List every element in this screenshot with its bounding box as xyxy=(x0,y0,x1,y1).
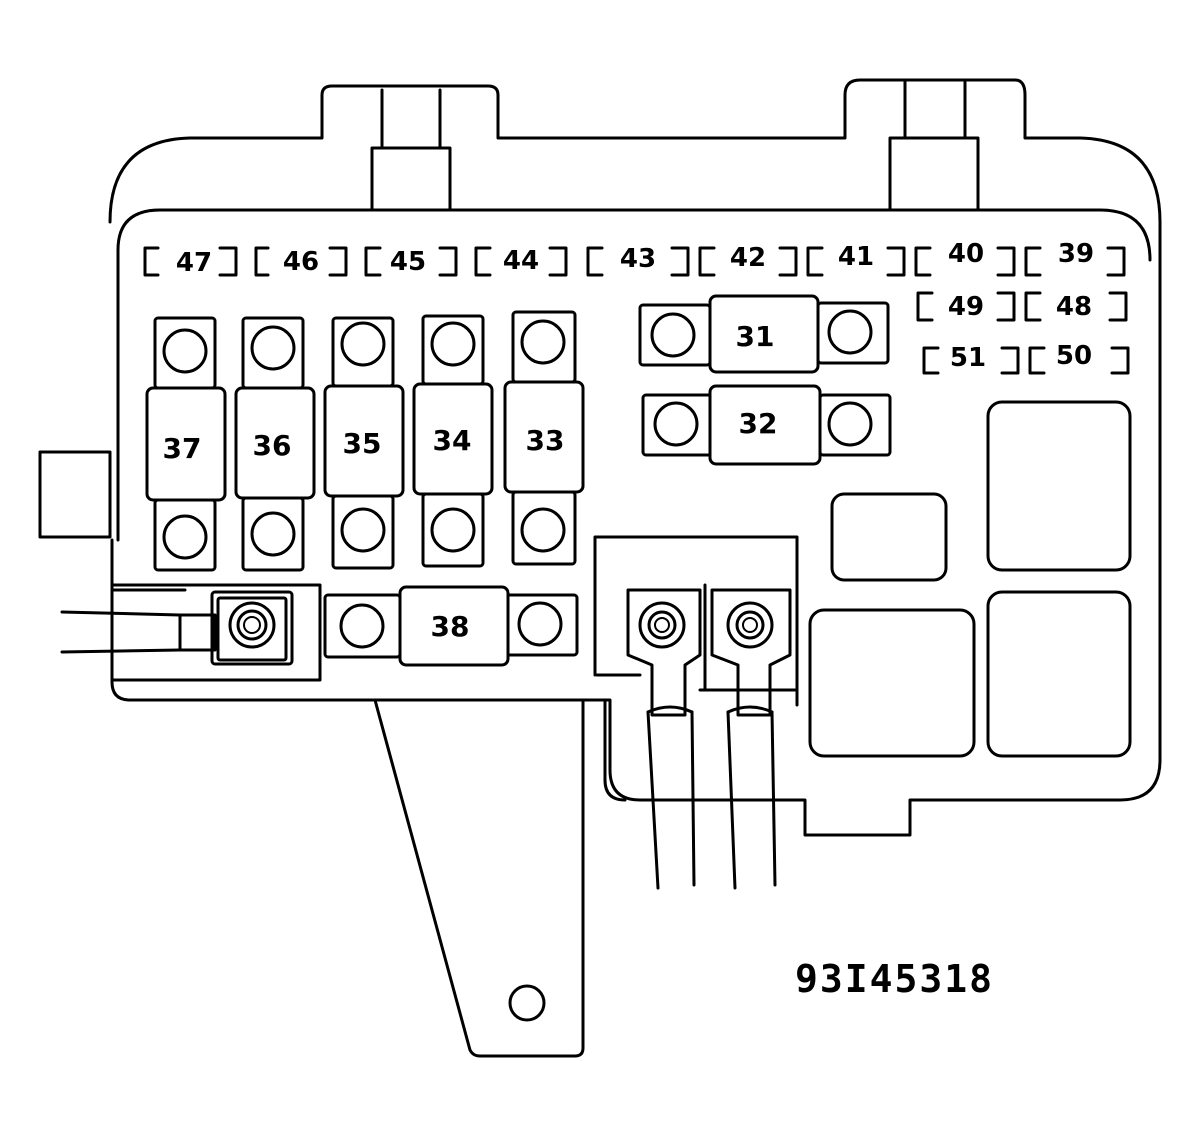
fuse-label-50: 50 xyxy=(1056,341,1092,371)
fuse-label-40: 40 xyxy=(948,239,984,269)
vertical-fuse-35: 35 xyxy=(323,316,405,570)
vertical-fuse-34: 34 xyxy=(412,314,494,568)
fuse-label-36: 36 xyxy=(253,429,292,462)
horizontal-fuse-32: 32 xyxy=(641,384,892,466)
vertical-fuse-33: 33 xyxy=(503,310,585,566)
horizontal-fuse-38: 38 xyxy=(323,585,579,667)
fuse-label-46: 46 xyxy=(283,247,319,277)
fuse-label-51: 51 xyxy=(950,343,986,373)
fuse-label-37: 37 xyxy=(163,432,202,465)
small-fuse-rows-right: 49 48 51 50 xyxy=(916,291,1130,375)
fuse-box-housing xyxy=(38,78,1162,1058)
fuse-label-48: 48 xyxy=(1056,292,1092,322)
fuse-label-47: 47 xyxy=(176,248,212,278)
fuse-label-49: 49 xyxy=(948,292,984,322)
fuse-label-42: 42 xyxy=(730,243,766,273)
fuse-label-35: 35 xyxy=(343,427,382,460)
small-fuse-row-top: 47 46 45 44 43 42 41 40 39 xyxy=(143,239,1126,278)
fuse-label-34: 34 xyxy=(433,424,472,457)
battery-terminal-left xyxy=(60,583,322,682)
fuse-label-45: 45 xyxy=(390,247,426,277)
horizontal-fuse-31: 31 xyxy=(638,294,890,374)
vertical-fuse-37: 37 xyxy=(145,316,227,572)
center-terminals xyxy=(593,535,799,890)
fuse-label-39: 39 xyxy=(1058,239,1094,269)
relay-sockets xyxy=(808,400,1132,758)
fuse-label-31: 31 xyxy=(736,320,775,353)
fuse-label-43: 43 xyxy=(620,244,656,274)
fuse-label-38: 38 xyxy=(431,610,470,643)
fuse-label-32: 32 xyxy=(739,407,778,440)
vertical-fuse-36: 36 xyxy=(234,316,316,572)
fuse-label-44: 44 xyxy=(503,246,539,276)
figure-id: 93I45318 xyxy=(795,957,994,1001)
fuse-label-33: 33 xyxy=(526,424,565,457)
fuse-label-41: 41 xyxy=(838,242,874,272)
